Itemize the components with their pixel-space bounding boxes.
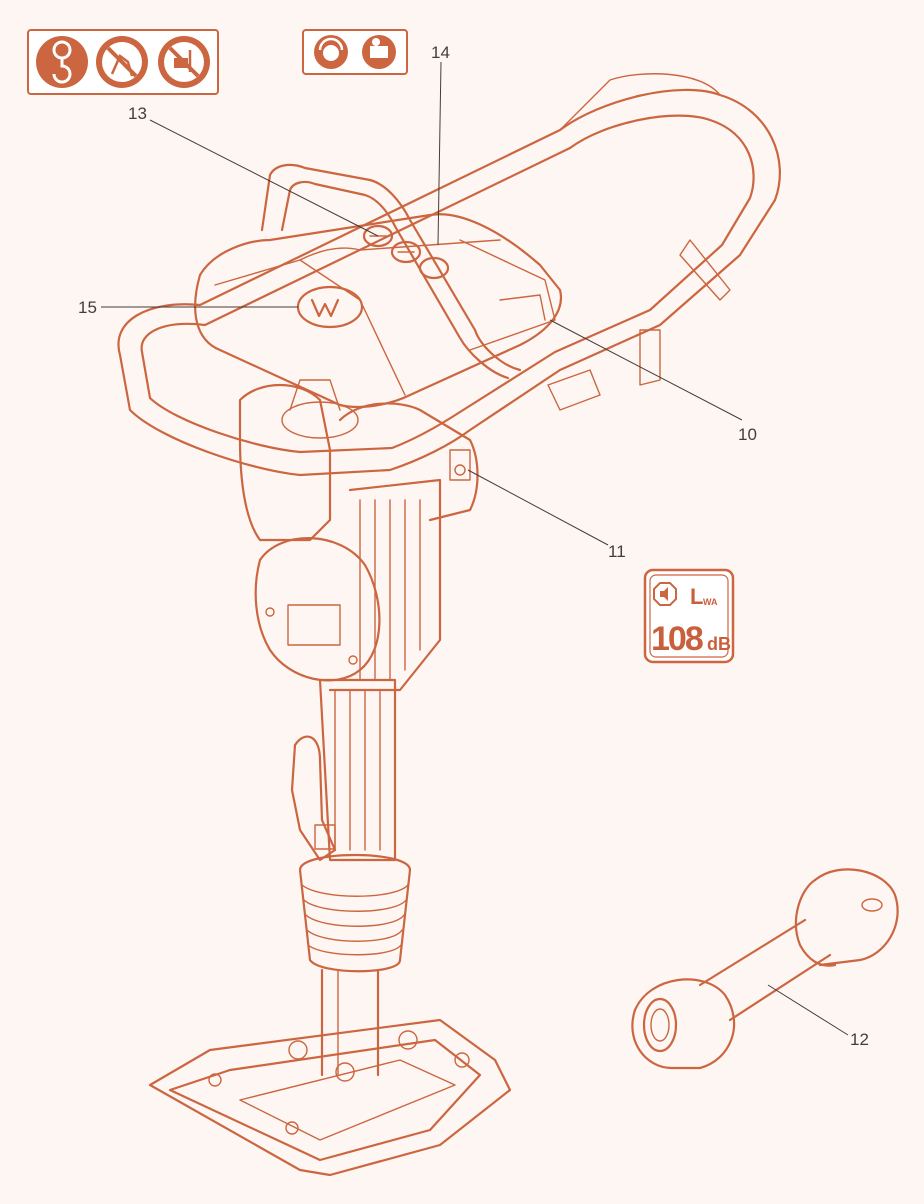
sound-value: 108 — [651, 620, 703, 658]
leg-housing — [318, 478, 442, 862]
crankcase-cover — [254, 537, 381, 682]
no-sitting-icon — [96, 36, 148, 88]
sound-symbol-sub: WA — [703, 597, 718, 607]
control-knobs — [362, 224, 450, 280]
lifting-hook-icon — [36, 36, 88, 88]
sound-power-decal: L WA 108 dB — [643, 568, 735, 664]
sound-octagon-icon — [653, 582, 677, 606]
sound-symbol: L — [690, 584, 703, 609]
no-forklift-icon — [158, 36, 210, 88]
carry-handle — [260, 163, 522, 380]
callout-10: 10 — [738, 425, 757, 444]
prohibition-decal — [27, 29, 219, 95]
rammer-machine — [117, 73, 781, 1177]
bellows — [298, 853, 412, 973]
foot-bolts — [208, 1030, 470, 1135]
guide-handle — [117, 73, 781, 477]
leg-tube — [320, 968, 380, 1077]
sound-unit: dB — [707, 634, 731, 654]
read-manual-icon — [362, 35, 396, 69]
ear-eye-protection-icon — [314, 35, 348, 69]
throttle-lever — [290, 735, 337, 862]
callout-12: 12 — [850, 1030, 869, 1049]
brand-logo-icon — [296, 285, 364, 329]
foot-plate — [148, 1018, 512, 1177]
callout-14: 14 — [431, 43, 450, 62]
callout-15: 15 — [78, 298, 97, 317]
extension-tube — [631, 868, 899, 1070]
leader-lines — [101, 61, 849, 1036]
engine-block — [238, 379, 479, 542]
callout-11: 11 — [608, 542, 626, 561]
ppe-decal — [302, 29, 408, 75]
callout-13: 13 — [128, 104, 147, 123]
